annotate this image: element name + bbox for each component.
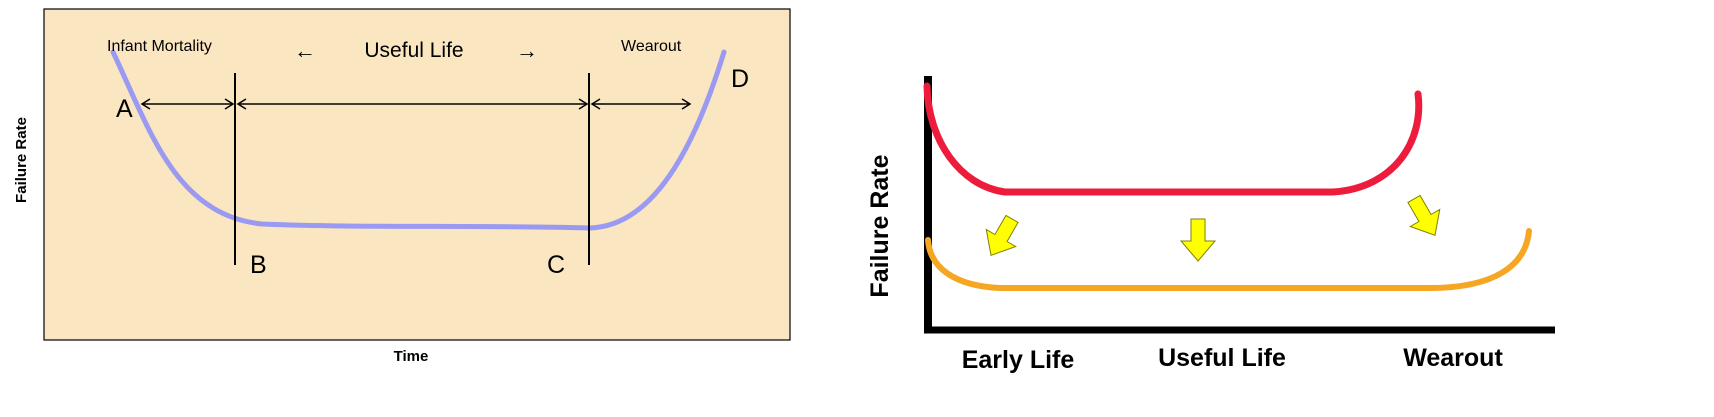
left-wearout-span-arrow: [590, 98, 692, 110]
left-point-a-label: A: [116, 95, 133, 123]
left-point-d-label: D: [731, 65, 749, 93]
left-useful-life-label: Useful Life: [364, 39, 463, 62]
left-plot-panel: [43, 8, 791, 341]
left-point-b-label: B: [250, 251, 267, 279]
right-lower-failure-curve: [925, 228, 1532, 291]
left-arrow-left-glyph: ←: [294, 38, 316, 63]
left-infant-mortality-span-arrow: [140, 98, 235, 110]
right-x-label-useful-life: Useful Life: [1158, 344, 1286, 372]
left-failure-rate-curve: [110, 49, 727, 231]
left-infant-mortality-label: Infant Mortality: [107, 38, 212, 55]
right-x-label-early-life: Early Life: [962, 346, 1075, 374]
left-useful-life-span-arrow: [236, 98, 589, 110]
right-down-arrow-early-life: [985, 214, 1019, 256]
left-wearout-label: Wearout: [621, 38, 682, 55]
left-bathtub-diagram: Failure Rate Infant Mortality ← Useful L…: [13, 8, 791, 365]
left-arrow-right-glyph: →: [516, 38, 538, 63]
right-bathtub-diagram: Failure Rate Early Life Useful Life Wear…: [866, 76, 1555, 374]
left-x-axis-label: Time: [394, 348, 429, 365]
right-x-label-wearout: Wearout: [1403, 344, 1503, 372]
right-down-arrow-wearout: [1407, 194, 1441, 236]
right-upper-failure-curve: [923, 82, 1423, 196]
left-point-c-label: C: [547, 251, 565, 279]
right-down-arrow-useful-life: [1179, 218, 1217, 262]
left-y-axis-label: Failure Rate: [13, 117, 30, 203]
right-y-axis-label: Failure Rate: [866, 154, 894, 297]
